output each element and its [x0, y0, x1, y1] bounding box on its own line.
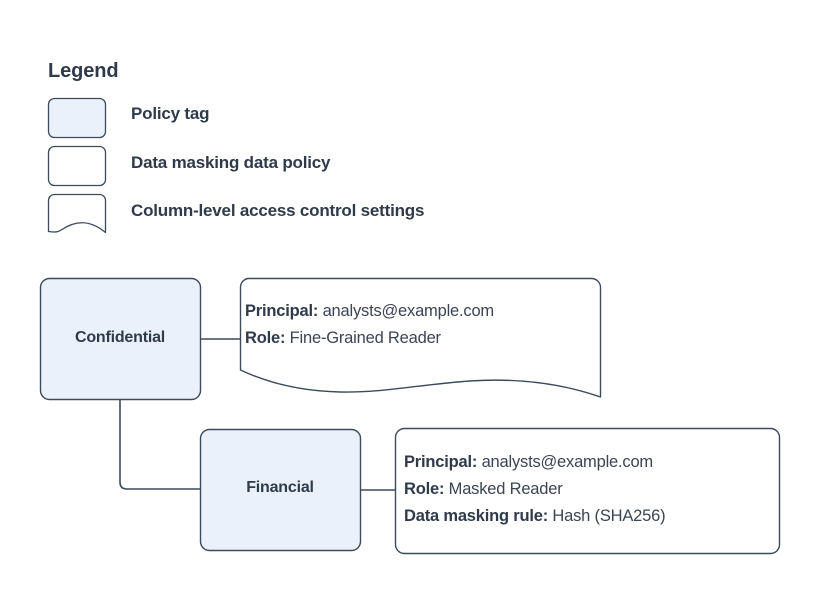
data-masking-policy-swatch-icon	[47, 145, 107, 187]
callout-body-confidential-access-control: Principal: analysts@example.com Role: Fi…	[245, 298, 494, 352]
legend-title: Legend	[48, 60, 119, 82]
policy-tag-swatch-icon	[47, 97, 107, 139]
callout-row-key: Data masking rule:	[404, 507, 549, 525]
legend-item-label-policy-tag: Policy tag	[131, 104, 210, 123]
node-financial[interactable]	[199, 428, 362, 552]
callout-confidential-access-control[interactable]	[239, 277, 602, 398]
callout-row: Role: Masked Reader	[404, 476, 665, 503]
legend-item-label-data-masking-policy: Data masking data policy	[131, 153, 331, 172]
callout-row-key: Principal:	[404, 453, 478, 471]
callout-row-value: Masked Reader	[448, 480, 563, 498]
callout-row-value: Fine-Grained Reader	[289, 329, 441, 347]
callout-row: Principal: analysts@example.com	[245, 298, 494, 325]
legend-item-label-access-control: Column-level access control settings	[131, 201, 425, 220]
callout-body-financial-data-masking-policy: Principal: analysts@example.com Role: Ma…	[404, 449, 666, 530]
callout-row-key: Role:	[245, 329, 286, 347]
access-control-swatch-icon	[47, 193, 107, 234]
callout-row-key: Principal:	[245, 302, 319, 320]
callout-row: Role: Fine-Grained Reader	[245, 325, 494, 352]
callout-row: Data masking rule: Hash (SHA256)	[404, 503, 666, 530]
callout-financial-data-masking-policy[interactable]	[394, 427, 781, 555]
callout-row-value: analysts@example.com	[481, 453, 654, 471]
node-label-financial: Financial	[246, 479, 314, 496]
callout-row-key: Role:	[404, 480, 445, 498]
node-label-confidential: Confidential	[74, 329, 166, 346]
callout-row-value: analysts@example.com	[322, 302, 495, 320]
callout-row-value: Hash (SHA256)	[552, 507, 666, 525]
callout-row: Principal: analysts@example.com	[404, 449, 665, 476]
connector-confidential-to-financial	[119, 400, 200, 490]
node-confidential[interactable]	[39, 277, 202, 401]
